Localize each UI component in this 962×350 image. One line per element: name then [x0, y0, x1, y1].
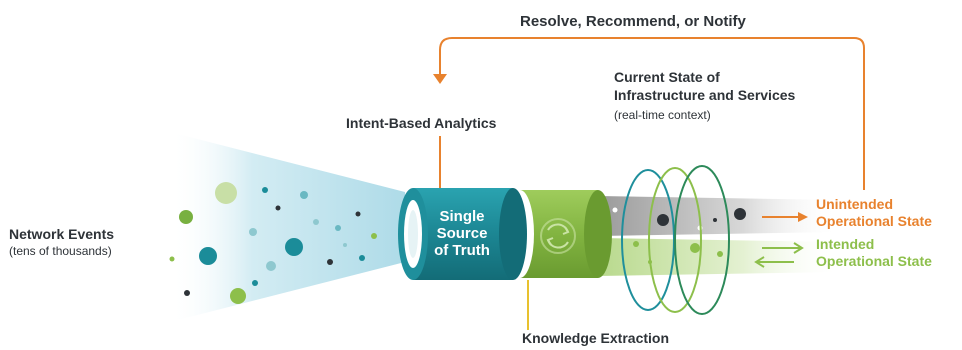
loop-arrow-head — [433, 74, 447, 84]
current-state-title: Current State of Infrastructure and Serv… — [614, 68, 795, 104]
unintended-beam — [598, 196, 840, 236]
ssot-line1: Single — [439, 208, 485, 225]
ssot-label: Single Source of Truth — [422, 208, 502, 259]
state-rings — [621, 165, 730, 315]
knowledge-label: Knowledge Extraction — [522, 330, 670, 346]
current-state-line1: Current State of — [614, 69, 720, 85]
beam-dots — [612, 207, 746, 264]
intended-label: Intended Operational State — [816, 236, 932, 270]
event-dots — [169, 182, 377, 304]
network-events-subtitle: (tens of thousands) — [9, 244, 112, 258]
ssot-line2: Source — [436, 225, 488, 242]
current-state-subtitle: (real-time context) — [614, 108, 711, 122]
intended-line1: Intended — [816, 236, 875, 252]
unintended-label: Unintended Operational State — [816, 196, 932, 230]
arrow-right-icon — [762, 212, 808, 222]
ssot-line3: of Truth — [434, 242, 490, 259]
loop-title: Resolve, Recommend, or Notify — [520, 13, 746, 30]
unintended-line1: Unintended — [816, 196, 893, 212]
current-state-line2: Infrastructure and Services — [614, 87, 796, 103]
intended-line2: Operational State — [816, 253, 932, 269]
analytics-label: Intent-Based Analytics — [346, 115, 497, 131]
network-events-label: Network Events — [9, 226, 115, 242]
arrow-left-icon — [754, 242, 804, 268]
event-cone — [170, 132, 405, 322]
refresh-cycle-icon — [540, 218, 576, 254]
feedback-loop-line — [439, 37, 865, 190]
unintended-line2: Operational State — [816, 213, 932, 229]
ssot-cylinder — [398, 188, 527, 280]
